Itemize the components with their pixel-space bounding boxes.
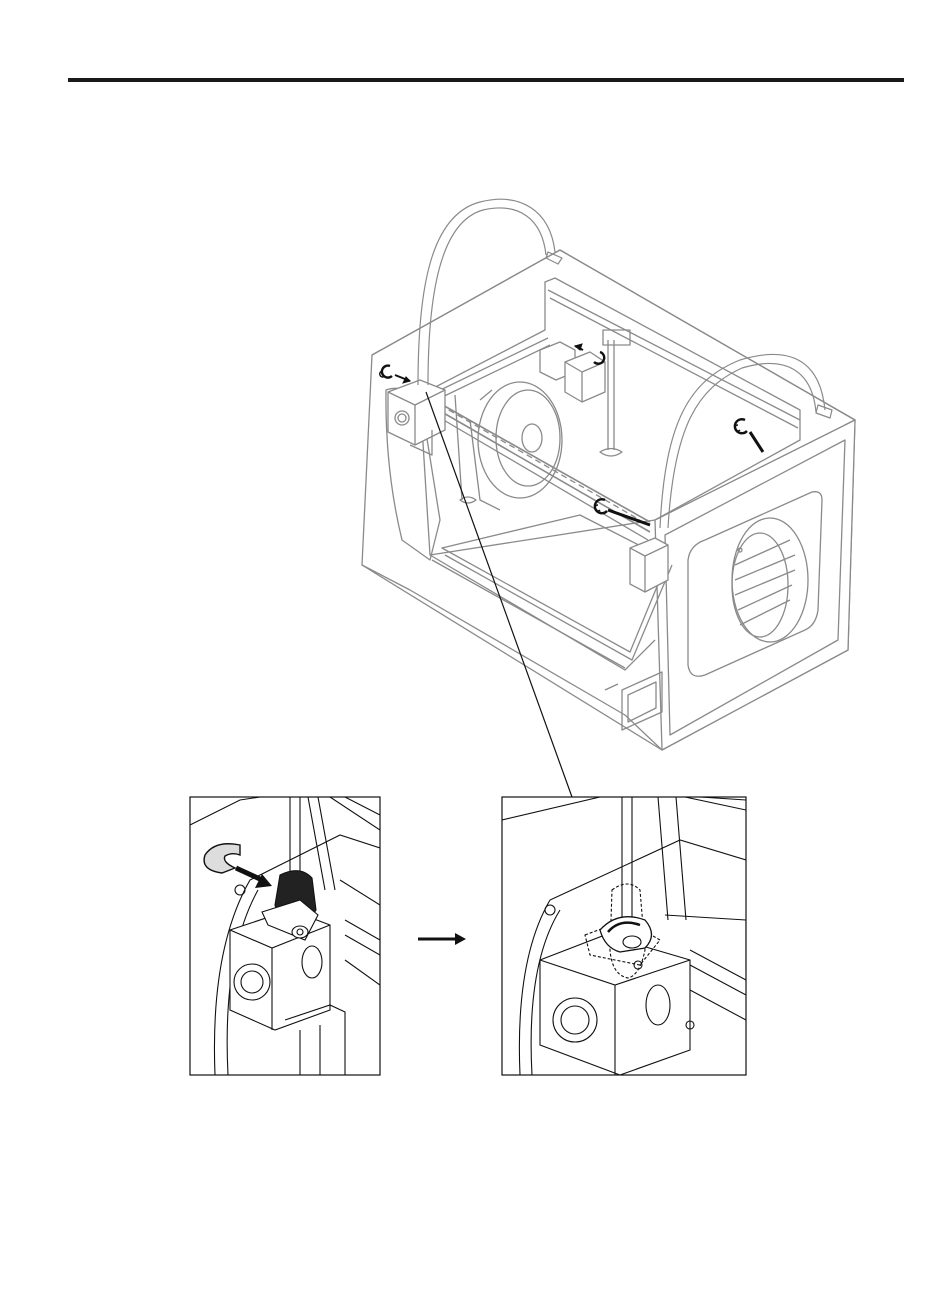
detail-panel-before xyxy=(190,797,380,1075)
printer-illustration xyxy=(362,199,855,750)
detail-panel-after xyxy=(502,797,746,1075)
arrow-right-icon xyxy=(418,933,466,945)
printer-frame xyxy=(362,250,855,750)
